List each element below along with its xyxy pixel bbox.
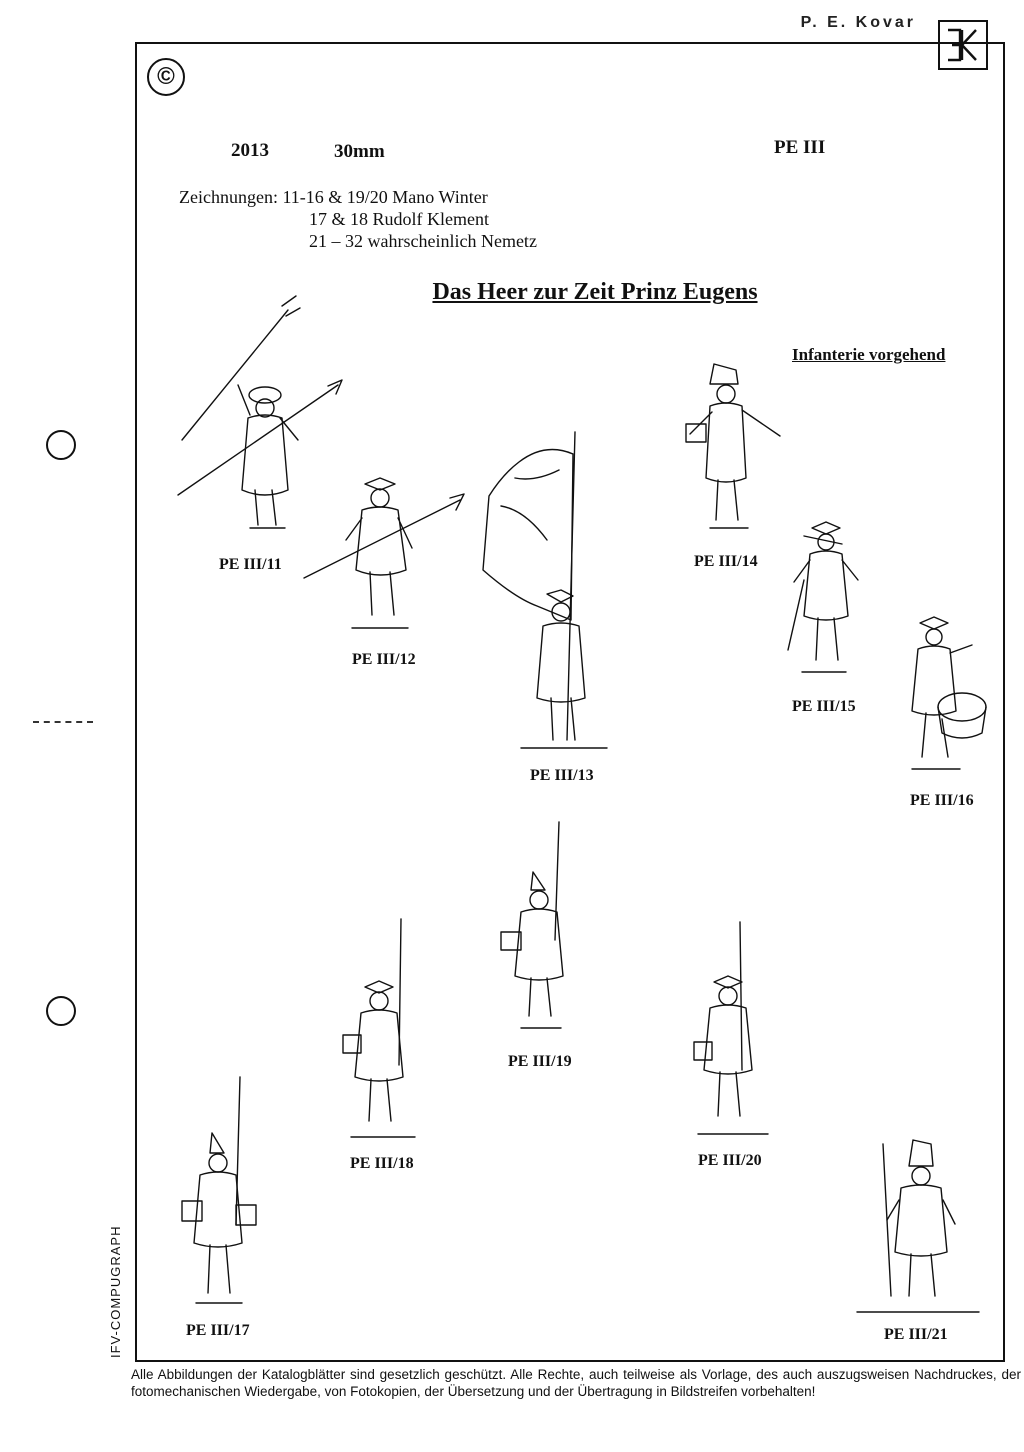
figure-label: PE III/13	[530, 767, 594, 784]
credits-lead: Zeichnungen:	[179, 187, 278, 207]
figure-label: PE III/18	[350, 1155, 414, 1172]
credits-line: 21 – 32 wahrscheinlich Nemetz	[309, 231, 537, 251]
figure-label: PE III/11	[219, 556, 282, 573]
fold-mark	[33, 721, 93, 723]
credits-line: 17 & 18 Rudolf Klement	[309, 209, 489, 229]
musketeer-icon	[693, 921, 769, 1135]
kovar-logo-icon	[938, 20, 988, 70]
figure-label: PE III/16	[910, 792, 974, 809]
drawing-credits: Zeichnungen: 11-16 & 19/20 Mano Winter 1…	[179, 186, 537, 252]
page-title: Das Heer zur Zeit Prinz Eugens	[432, 279, 758, 305]
author-name: P. E. Kovar	[800, 14, 916, 31]
grenadier-with-musket-icon	[181, 1076, 257, 1304]
figure-label: PE III/12	[352, 651, 416, 668]
figure-label: PE III/17	[186, 1322, 250, 1339]
fifer-icon	[787, 521, 859, 673]
page-frame-right-edge	[1003, 42, 1005, 1362]
punch-hole-icon	[46, 430, 76, 460]
drummer-icon	[911, 616, 987, 770]
year: 2013	[231, 140, 269, 161]
copyright-mark: ©	[147, 58, 185, 96]
credits-line: 11-16 & 19/20 Mano Winter	[282, 187, 488, 207]
page-frame	[135, 42, 1005, 1362]
punch-hole-icon	[46, 996, 76, 1026]
grenadier-with-musket-icon	[500, 821, 564, 1029]
copyright-notice: Alle Abbildungen der Katalogblätter sind…	[131, 1367, 1021, 1399]
flag-bearer-icon	[482, 431, 608, 749]
figure-label: PE III/15	[792, 698, 856, 715]
figure-label: PE III/19	[508, 1053, 572, 1070]
scale: 30mm	[334, 141, 385, 162]
grenadier-standing-icon	[856, 1139, 980, 1313]
figure-label: PE III/20	[698, 1152, 762, 1169]
figure-label: PE III/21	[884, 1326, 948, 1343]
soldier-with-halberd-icon	[303, 477, 465, 629]
section-subtitle: Infanterie vorgehend	[792, 345, 946, 364]
series-code: PE III	[774, 137, 826, 158]
printer-imprint: IFV-COMPUGRAPH	[108, 1225, 123, 1358]
musketeer-icon	[342, 918, 416, 1138]
figure-label: PE III/14	[694, 553, 758, 570]
grenadier-marching-icon	[685, 363, 781, 529]
officer-with-spontoon-icon	[177, 295, 343, 529]
